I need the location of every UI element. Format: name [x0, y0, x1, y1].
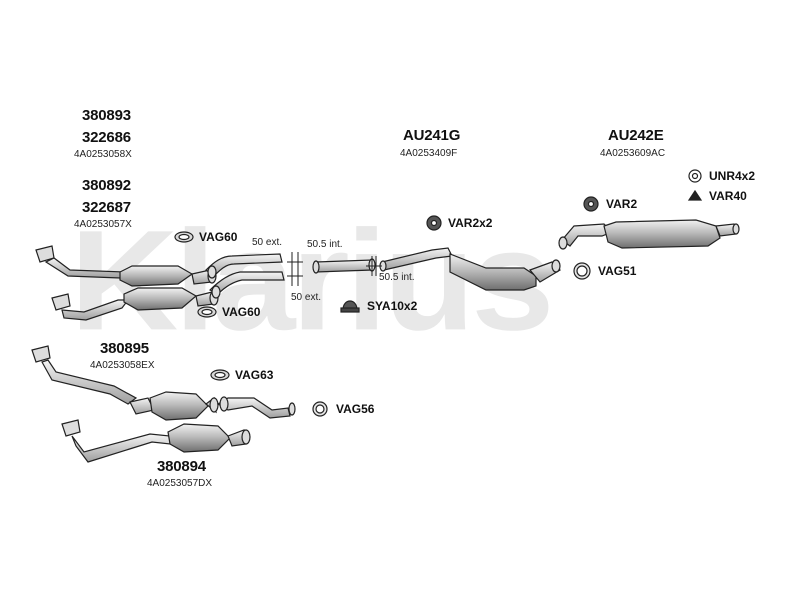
part-number-322686: 322686 — [82, 129, 131, 146]
accessory-label-vag60-bottom: VAG60 — [222, 305, 261, 319]
dimension-marks — [287, 252, 382, 286]
rear-silencer-au242e[interactable] — [558, 219, 740, 250]
part-number-au242e: AU242E — [608, 127, 664, 144]
accessory-label-sya10x2: SYA10x2 — [367, 299, 418, 313]
oe-code-4a0253609ac: 4A0253609AC — [600, 148, 666, 159]
accessory-label-var2: VAR2 — [606, 197, 638, 211]
part-number-380895: 380895 — [100, 340, 149, 357]
rubber-mount-var2x2-icon — [426, 215, 442, 231]
oe-code-4a0253058x: 4A0253058X — [74, 149, 132, 160]
accessory-label-unr4x2: UNR4x2 — [709, 169, 756, 183]
gasket-vag60-top-icon — [174, 231, 194, 243]
centre-silencer-au241g[interactable] — [449, 253, 561, 291]
dimension-label-50-ext-bottom: 50 ext. — [291, 292, 322, 303]
part-number-380892: 380892 — [82, 177, 131, 194]
nut-unr4x2-icon — [688, 169, 702, 183]
dimension-label-50-ext-top: 50 ext. — [252, 237, 283, 248]
part-number-380894: 380894 — [157, 458, 206, 475]
ring-vag56-icon — [312, 401, 328, 417]
accessory-label-vag56: VAG56 — [336, 402, 375, 416]
cat-pipe-380894[interactable] — [61, 419, 251, 463]
part-number-322687: 322687 — [82, 199, 131, 216]
oe-code-4a0253409f: 4A0253409F — [400, 148, 458, 159]
ring-vag51-icon — [573, 262, 591, 280]
gasket-vag60-bottom-icon — [197, 306, 217, 318]
oe-code-4a0253057dx: 4A0253057DX — [147, 478, 213, 489]
accessory-label-vag60-top: VAG60 — [199, 230, 238, 244]
part-number-au241g: AU241G — [403, 127, 461, 144]
accessory-label-vag63: VAG63 — [235, 368, 274, 382]
dimension-label-50-5-int-left: 50.5 int. — [307, 239, 343, 250]
oe-code-4a0253057x: 4A0253057X — [74, 219, 132, 230]
cat-pipe-380895[interactable] — [31, 345, 296, 421]
rubber-mount-var2-icon — [583, 196, 599, 212]
accessory-label-var40: VAR40 — [709, 189, 747, 203]
front-pipe-380892[interactable] — [51, 287, 219, 321]
front-pipe-380893[interactable] — [35, 245, 217, 287]
accessory-label-vag51: VAG51 — [598, 264, 637, 278]
clamp-sya10x2-icon — [340, 300, 360, 313]
gasket-vag63-icon — [210, 369, 230, 381]
mount-var40-icon — [687, 189, 703, 201]
oe-code-4a0253058ex: 4A0253058EX — [90, 360, 155, 371]
dimension-label-50-5-int-right: 50.5 int. — [379, 272, 415, 283]
part-number-380893: 380893 — [82, 107, 131, 124]
accessory-label-var2x2: VAR2x2 — [448, 216, 493, 230]
intermediate-pipes[interactable] — [205, 247, 453, 299]
